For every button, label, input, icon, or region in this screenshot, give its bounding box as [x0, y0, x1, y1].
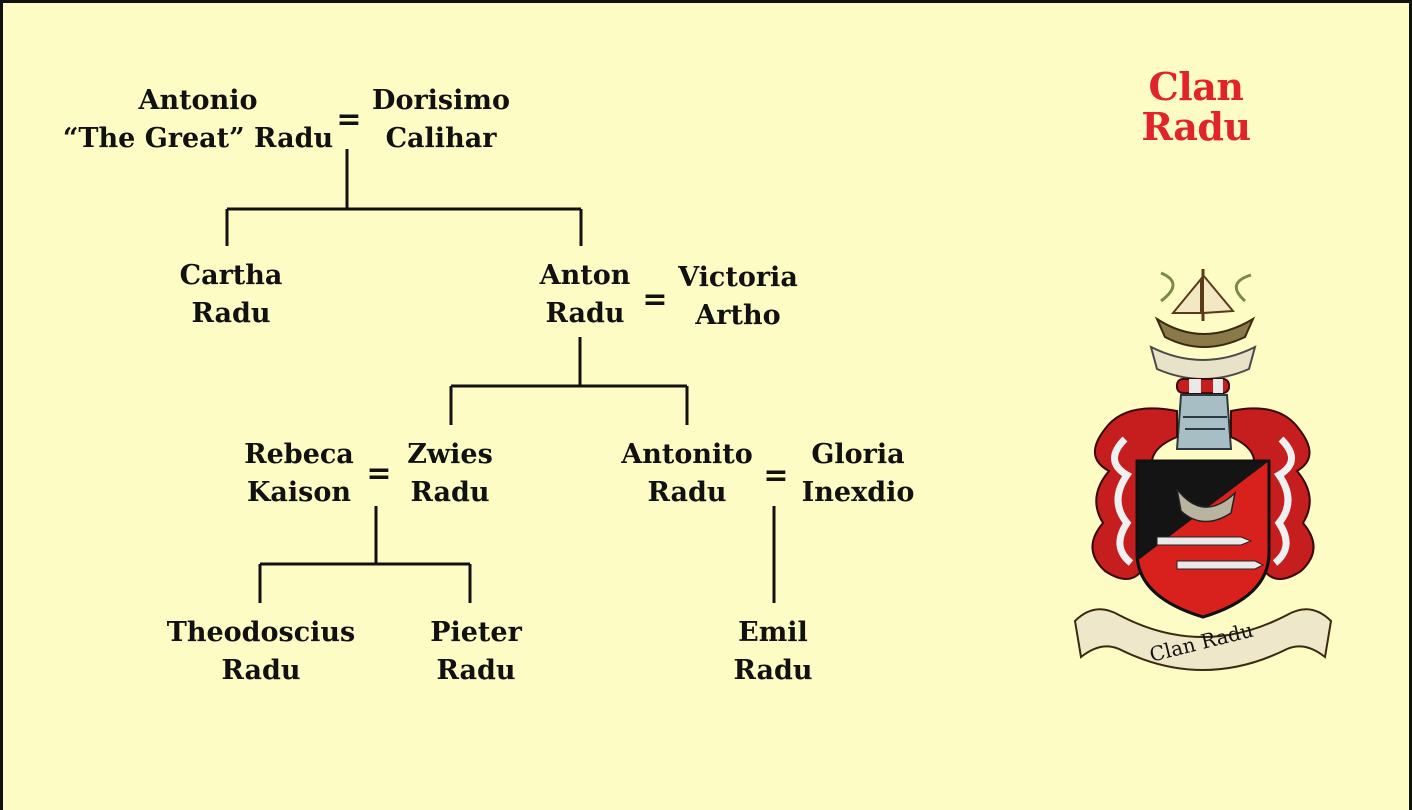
marriage-symbol: =: [763, 458, 789, 494]
person-cartha: Cartha Radu: [179, 260, 283, 329]
person-emil: Emil Radu: [733, 617, 813, 686]
marriage-symbol: =: [336, 102, 362, 138]
person-victoria: Victoria Artho: [678, 262, 798, 331]
person-pieter: Pieter Radu: [430, 617, 522, 686]
marriage-symbol: =: [642, 282, 668, 318]
wreath-icon: [1176, 378, 1230, 394]
marriage-symbol: =: [366, 456, 392, 492]
person-gloria: Gloria Inexdio: [801, 439, 915, 508]
ship-crest-icon: [1149, 269, 1257, 380]
helmet-icon: [1175, 394, 1233, 450]
person-zwies: Zwies Radu: [407, 439, 493, 508]
shield-icon: [1135, 459, 1271, 619]
person-antonio: Antonio “The Great” Radu: [62, 85, 334, 154]
person-anton: Anton Radu: [539, 260, 631, 329]
person-antonito: Antonito Radu: [621, 439, 753, 508]
person-theodoscius: Theodoscius Radu: [166, 617, 356, 686]
person-rebeca: Rebeca Kaison: [244, 439, 354, 508]
coat-of-arms-icon: Clan Radu: [1073, 269, 1333, 671]
person-dorisimo: Dorisimo Calihar: [372, 85, 510, 154]
tree-connectors: [225, 149, 776, 603]
clan-title: Clan Radu: [1141, 64, 1251, 149]
